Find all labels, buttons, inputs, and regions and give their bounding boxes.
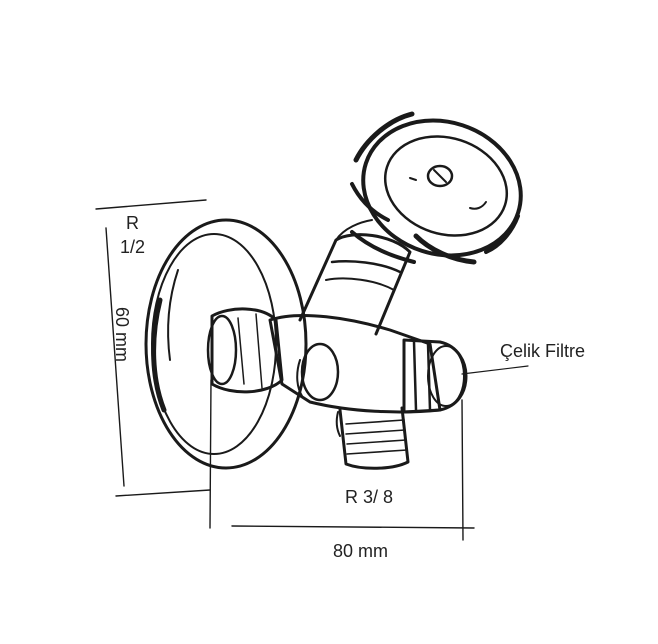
thread-in-r-label: R: [126, 213, 139, 233]
width-dimension-label: 80 mm: [333, 541, 389, 561]
rosette-inner: [151, 233, 277, 455]
handwheel-rim: [361, 118, 523, 258]
outlet-thread: [338, 406, 410, 470]
filter-label: Çelik Filtre: [500, 341, 586, 361]
rosette-shade: [151, 297, 167, 413]
dim-horizontal-line: [231, 525, 475, 529]
thread-in-size-label: 1/2: [120, 237, 146, 257]
stem-neck: [298, 233, 412, 336]
thread-out-label: R 3/ 8: [345, 487, 394, 507]
dim-right-vertical: [461, 399, 464, 541]
height-dimension-label: 60 mm: [112, 307, 132, 363]
filter-leader: [461, 365, 529, 375]
dim-bottom-line: [115, 489, 211, 497]
dim-vertical-line: [105, 227, 125, 487]
handwheel-face: [383, 135, 509, 237]
dim-top-line: [95, 199, 207, 210]
handwheel-screw: [426, 164, 454, 188]
rosette-outer: [144, 218, 308, 470]
